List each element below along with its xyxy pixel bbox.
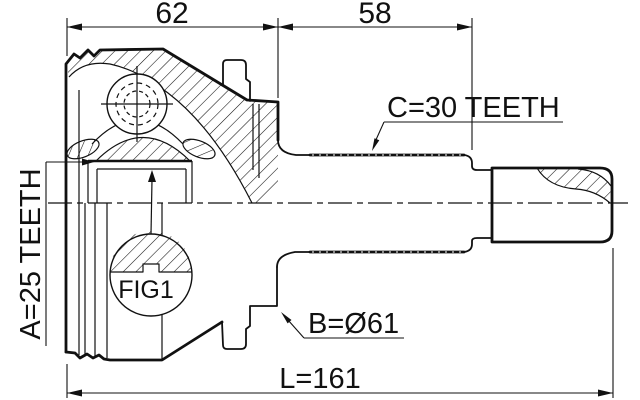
label-b-text: B=Ø61 — [308, 308, 399, 340]
housing-exterior-bottom — [64, 203, 311, 362]
spline-shaft — [308, 153, 493, 254]
boot-band-top — [222, 59, 251, 102]
label-a-arrow — [82, 158, 94, 166]
label-a-teeth: A=25 TEETH — [15, 158, 94, 346]
housing-outline-bottom — [64, 320, 224, 362]
arrow-62-left — [67, 23, 82, 31]
ball-bearing-assembly — [66, 66, 216, 203]
threaded-end — [490, 166, 614, 244]
arrow-L-right — [598, 389, 613, 397]
arrow-58-left — [278, 23, 293, 31]
label-c-teeth: C=30 TEETH — [372, 92, 563, 151]
label-c-arrow — [372, 138, 380, 151]
fig1-leader-line — [150, 179, 153, 235]
shaft-step-bottom — [463, 237, 493, 253]
race-face-lines — [87, 161, 193, 203]
dimension-62: 62 — [66, 0, 279, 98]
housing-outline-top — [64, 47, 280, 354]
dimension-length: L=161 — [66, 248, 614, 398]
dim-length-text: L=161 — [279, 363, 360, 395]
inner-race-outline — [95, 137, 191, 162]
label-b-diameter: B=Ø61 — [281, 308, 404, 340]
fig1-spline-profile — [110, 263, 192, 273]
cage-section-right-outline — [182, 138, 216, 160]
arrow-L-left — [67, 389, 82, 397]
housing-to-shaft-fillet-bottom — [276, 251, 311, 268]
fig1-detail: FIG1 — [109, 170, 193, 317]
fig1-spline-hatch — [110, 231, 192, 272]
dimension-58: 58 — [278, 0, 473, 150]
dim-58-text: 58 — [358, 0, 391, 30]
ball-center-cross — [101, 66, 173, 142]
label-a-text: A=25 TEETH — [15, 168, 47, 339]
boot-band-bottom — [221, 266, 278, 350]
cage-section-left-outline — [66, 138, 100, 160]
thread-chamfer-outline — [536, 167, 612, 204]
arrow-58-right — [457, 23, 472, 31]
label-c-leader — [374, 121, 385, 143]
thread-chamfer-hatch — [537, 168, 611, 203]
fig1-leader-arrow — [148, 170, 156, 182]
label-b-arrow — [281, 312, 292, 324]
label-c-text: C=30 TEETH — [387, 92, 560, 124]
boot-groove-rings — [78, 203, 163, 360]
fig1-label: FIG1 — [118, 276, 174, 304]
arrow-62-right — [263, 23, 278, 31]
shaft-step-top — [463, 154, 493, 171]
dim-62-text: 62 — [155, 0, 188, 30]
label-b-leader — [287, 319, 305, 339]
housing-to-shaft-fillet-top — [277, 139, 311, 156]
end-cylinder-outline — [490, 166, 614, 244]
